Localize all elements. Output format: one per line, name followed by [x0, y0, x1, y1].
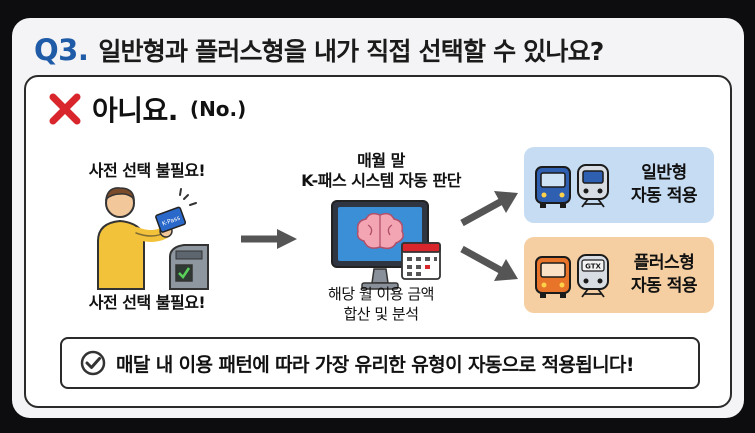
- arrow-right-icon: [241, 229, 297, 249]
- option-plus-line1: 플러스형: [633, 253, 695, 273]
- arrow-down-right-icon: [460, 245, 518, 281]
- gtx-badge: GTX: [585, 263, 601, 271]
- result-banner: 매달 내 이용 패턴에 따라 가장 유리한 유형이 자동으로 적용됩니다!: [60, 337, 700, 389]
- answer-heading: 아니요. (No.): [48, 89, 246, 129]
- system-judgement-label: 매월 말 K-패스 시스템 자동 판단: [296, 151, 466, 191]
- faq-card: Q3. 일반형과 플러스형을 내가 직접 선택할 수 있나요? 아니요. (No…: [12, 18, 744, 418]
- check-circle-icon: [80, 350, 106, 376]
- bus-train-icon: [535, 164, 609, 208]
- arrow-up-right-icon: [460, 191, 518, 227]
- option-general-line2: 자동 적용: [631, 186, 697, 206]
- question-title: Q3. 일반형과 플러스형을 내가 직접 선택할 수 있나요?: [34, 28, 604, 72]
- option-plus-label: 플러스형 자동 적용: [616, 237, 712, 313]
- system-judgement-line2: K-패스 시스템 자동 판단: [301, 171, 461, 190]
- no-preselect-label-bottom: 사전 선택 불필요!: [88, 293, 206, 312]
- person-tapping-card-icon: K-Pass: [97, 187, 209, 290]
- option-general-line1: 일반형: [641, 163, 687, 183]
- amount-analysis-label: 해당 월 이용 금액 합산 및 분석: [296, 284, 466, 324]
- bus-gtx-train-icon: GTX: [535, 254, 609, 298]
- option-plus: GTX 플러스형 자동 적용: [524, 237, 714, 313]
- x-mark-icon: [49, 93, 81, 125]
- option-general: 일반형 자동 적용: [524, 147, 714, 223]
- no-preselect-label-top: 사전 선택 불필요!: [88, 161, 206, 180]
- system-judgement-line1: 매월 말: [357, 151, 405, 170]
- question-number: Q3.: [34, 33, 89, 67]
- result-text: 매달 내 이용 패턴에 따라 가장 유리한 유형이 자동으로 적용됩니다!: [116, 353, 635, 376]
- answer-english: (No.): [189, 97, 247, 121]
- amount-analysis-line1: 해당 월 이용 금액: [328, 285, 434, 303]
- question-text: 일반형과 플러스형을 내가 직접 선택할 수 있나요?: [98, 37, 604, 66]
- option-general-label: 일반형 자동 적용: [616, 147, 712, 223]
- answer-text: 아니요.: [92, 94, 178, 127]
- answer-panel: 아니요. (No.) 사전 선택 불필요! K-Pass: [24, 75, 732, 408]
- option-plus-line2: 자동 적용: [631, 276, 697, 296]
- amount-analysis-line2: 합산 및 분석: [343, 305, 419, 323]
- computer-brain-calendar-icon: [331, 200, 441, 290]
